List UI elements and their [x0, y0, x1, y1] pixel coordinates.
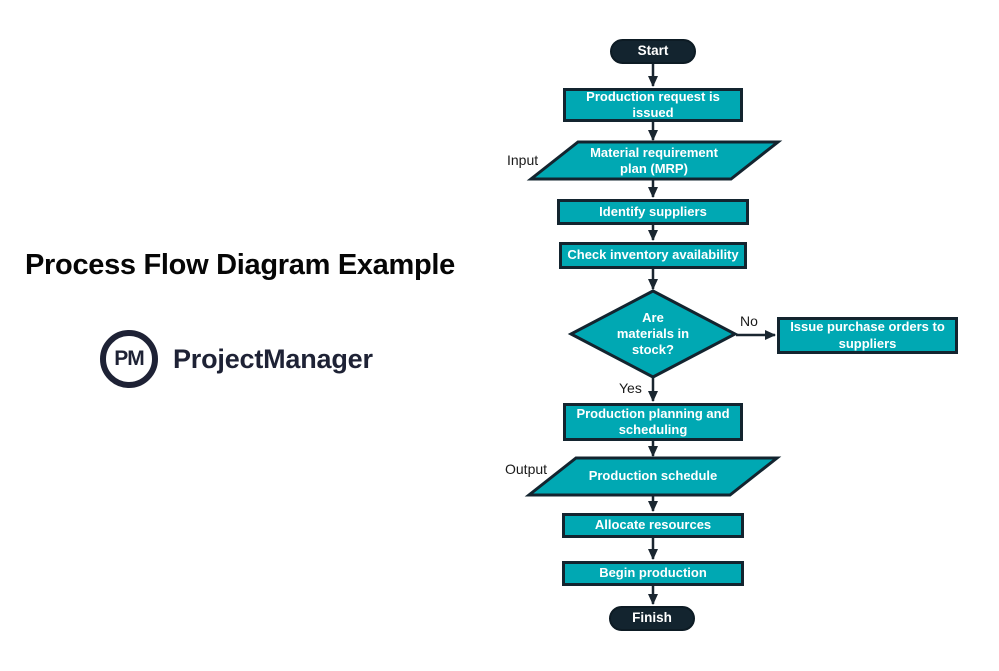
node-production-planning: Production planning and scheduling	[563, 403, 743, 441]
page-title: Process Flow Diagram Example	[25, 249, 455, 281]
node-decision-label: Are materials in stock?	[616, 309, 690, 358]
node-allocate-resources: Allocate resources	[562, 513, 744, 538]
decision-diamond-shape	[567, 289, 739, 379]
logo-wordmark: ProjectManager	[173, 343, 373, 374]
schedule-parallelogram-shape	[524, 456, 782, 497]
node-production-request-label: Production request is issued	[586, 88, 720, 120]
node-production-request: Production request is issued	[563, 88, 743, 122]
node-begin-production: Begin production	[562, 561, 744, 586]
node-allocate-resources-label: Allocate resources	[594, 517, 712, 533]
node-production-planning-label: Production planning and scheduling	[576, 405, 730, 437]
node-issue-purchase-orders-label: Issue purchase orders to suppliers	[790, 319, 945, 351]
node-check-inventory-label: Check inventory availability	[567, 247, 739, 263]
edge-label-output: Output	[505, 461, 548, 477]
pm-monogram-text: PM	[114, 347, 144, 370]
node-issue-purchase-orders: Issue purchase orders to suppliers	[777, 317, 958, 354]
edge-label-input: Input	[507, 152, 539, 168]
node-check-inventory: Check inventory availability	[559, 242, 747, 269]
node-identify-suppliers: Identify suppliers	[557, 199, 749, 225]
edge-label-no: No	[740, 313, 758, 329]
node-finish: Finish	[609, 606, 695, 631]
mrp-parallelogram-shape	[526, 140, 783, 181]
node-start-label: Start	[637, 43, 669, 59]
node-identify-suppliers-label: Identify suppliers	[599, 203, 707, 219]
node-start: Start	[610, 39, 696, 64]
node-production-schedule-label: Production schedule	[588, 467, 718, 483]
projectmanager-logo: PM ProjectManager	[100, 330, 373, 388]
pm-monogram-icon: PM	[100, 330, 158, 388]
node-mrp-label: Material requirement plan (MRP)	[590, 144, 718, 176]
node-begin-production-label: Begin production	[599, 565, 707, 581]
edge-label-yes: Yes	[619, 380, 642, 396]
node-finish-label: Finish	[632, 610, 672, 626]
